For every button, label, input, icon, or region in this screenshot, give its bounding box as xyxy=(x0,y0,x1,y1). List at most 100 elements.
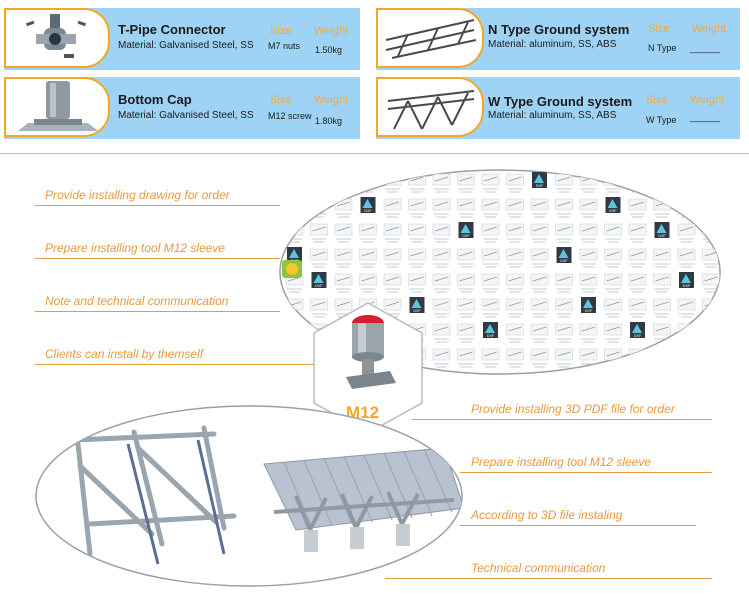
product-material: Material: Galvanised Steel, SS xyxy=(118,110,254,121)
drawing-file-thumbnail xyxy=(481,273,500,293)
drawing-file-thumbnail xyxy=(506,223,524,243)
svg-text:DXF: DXF xyxy=(560,259,568,263)
product-material: Material: aluminum, SS, ABS xyxy=(488,110,617,121)
dxf-file-icon: DXF xyxy=(679,272,694,288)
drawing-file-thumbnail xyxy=(481,248,500,268)
dxf-file-icon: DXF xyxy=(654,222,670,238)
drawing-file-thumbnail xyxy=(408,273,426,293)
weight-header: Weight xyxy=(692,23,727,35)
drawing-file-thumbnail xyxy=(555,323,573,343)
svg-text:DXF: DXF xyxy=(609,209,617,213)
n-type-ground-system-image xyxy=(376,8,484,68)
svg-text:DXF: DXF xyxy=(634,334,642,338)
note-underline xyxy=(35,205,280,206)
weight-header: Weight xyxy=(314,25,349,37)
drawing-file-thumbnail xyxy=(310,248,328,268)
drawing-file-thumbnail xyxy=(383,248,402,268)
drawing-file-thumbnail xyxy=(530,298,549,318)
drawing-file-thumbnail xyxy=(530,348,549,368)
svg-text:DXF: DXF xyxy=(658,234,666,238)
size-value: N Type xyxy=(648,43,677,53)
bottom-cap-image xyxy=(4,77,110,137)
drawing-file-thumbnail xyxy=(506,323,524,343)
drawing-file-thumbnail xyxy=(628,273,647,293)
drawing-file-thumbnail xyxy=(432,348,451,368)
drawing-file-thumbnail xyxy=(408,248,426,268)
svg-text:DXF: DXF xyxy=(315,284,323,288)
size-value: M7 nuts xyxy=(268,41,301,51)
drawing-file-thumbnail xyxy=(677,298,696,318)
drawing-file-thumbnail xyxy=(579,248,598,268)
drawing-file-thumbnail xyxy=(481,223,500,243)
drawing-file-thumbnail xyxy=(481,298,500,318)
m12-sleeve-tool-image xyxy=(313,302,423,434)
drawing-file-thumbnail xyxy=(457,273,475,293)
drawing-file-thumbnail xyxy=(285,198,304,218)
svg-text:DXF: DXF xyxy=(536,184,544,188)
dxf-file-icon: DXF xyxy=(532,172,547,188)
drawing-file-thumbnail xyxy=(628,173,647,193)
product-card-n-type: N Type Ground system Material: aluminum,… xyxy=(376,8,740,70)
drawing-file-thumbnail xyxy=(506,173,524,193)
drawing-files-ellipse: DXFDXFDXFDXFDXFDXFDXFDXFDXFDXFDXFDXFDXFD… xyxy=(279,169,721,375)
note-installing-tool: Prepare installing tool M12 sleeve xyxy=(45,241,226,255)
drawing-file-thumbnail xyxy=(383,223,402,243)
drawing-file-thumbnail xyxy=(506,298,524,318)
weight-header: Weight xyxy=(314,94,349,106)
drawing-file-thumbnail xyxy=(604,248,622,268)
section-divider xyxy=(0,153,749,154)
dxf-file-icon: DXF xyxy=(703,172,719,188)
drawing-file-thumbnail xyxy=(457,248,475,268)
drawing-file-thumbnail xyxy=(653,248,671,268)
size-header: Size xyxy=(648,23,670,35)
drawing-file-thumbnail xyxy=(677,198,696,218)
size-value: W Type xyxy=(646,115,677,125)
drawing-file-thumbnail xyxy=(653,298,671,318)
drawing-file-thumbnail xyxy=(432,273,451,293)
drawing-file-thumbnail xyxy=(481,348,500,368)
dxf-file-icon: DXF xyxy=(409,297,425,313)
drawing-file-thumbnail xyxy=(334,173,353,193)
dxf-file-icon: DXF xyxy=(311,272,327,288)
note-underline xyxy=(35,364,325,365)
drawing-file-thumbnail xyxy=(506,273,524,293)
svg-text:DXF: DXF xyxy=(585,309,593,313)
note-installing-tool-right: Prepare installing tool M12 sleeve xyxy=(471,455,652,469)
drawing-file-thumbnail xyxy=(579,273,598,293)
drawing-file-thumbnail xyxy=(604,273,622,293)
drawing-file-thumbnail xyxy=(310,223,328,243)
drawing-file-thumbnail xyxy=(310,173,328,193)
drawing-file-thumbnail xyxy=(579,223,598,243)
drawing-file-thumbnail xyxy=(359,223,377,243)
product-card-w-type: W Type Ground system Material: aluminum,… xyxy=(376,77,740,139)
dxf-file-icon: DXF xyxy=(556,247,572,263)
drawing-file-thumbnail xyxy=(628,223,647,243)
drawing-file-thumbnail xyxy=(555,173,573,193)
note-underline xyxy=(35,311,280,312)
drawing-file-thumbnail xyxy=(604,173,622,193)
product-title: Bottom Cap xyxy=(118,92,192,107)
drawing-file-thumbnail xyxy=(530,273,549,293)
dxf-file-icon: DXF xyxy=(581,297,596,313)
note-clients-install: Clients can install by themself xyxy=(45,347,204,361)
note-installing-drawing: Provide installing drawing for order xyxy=(45,188,230,202)
product-card-t-pipe: T-Pipe Connector Material: Galvanised St… xyxy=(4,8,360,70)
drawing-file-thumbnail xyxy=(677,173,696,193)
drawing-file-thumbnail xyxy=(457,348,475,368)
drawing-file-thumbnail xyxy=(604,298,622,318)
drawing-file-thumbnail xyxy=(604,323,622,343)
drawing-file-thumbnail xyxy=(579,198,598,218)
3d-installation-ellipse xyxy=(35,405,463,587)
drawing-file-thumbnail xyxy=(457,323,475,343)
archive-icon xyxy=(282,260,302,278)
drawing-file-thumbnail xyxy=(481,173,500,193)
drawing-file-thumbnail xyxy=(530,323,549,343)
weight-header: Weight xyxy=(690,94,725,106)
drawing-file-thumbnail xyxy=(359,248,377,268)
dxf-file-icon: DXF xyxy=(630,322,645,338)
drawing-file-thumbnail xyxy=(285,173,304,193)
drawing-file-thumbnail xyxy=(555,298,573,318)
drawing-file-thumbnail xyxy=(653,273,671,293)
dxf-file-icon: DXF xyxy=(483,322,498,338)
svg-text:DXF: DXF xyxy=(413,309,421,313)
